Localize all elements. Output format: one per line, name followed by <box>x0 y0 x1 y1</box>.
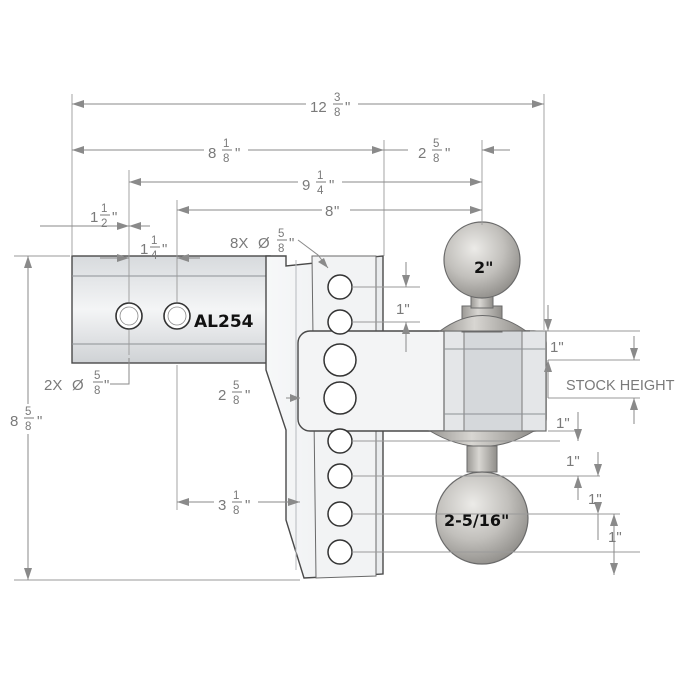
top-ball-size: 2" <box>474 258 493 277</box>
dim-hole-pitch: 1" <box>396 301 410 318</box>
svg-text:1: 1 <box>90 209 98 226</box>
svg-text:3: 3 <box>218 497 226 514</box>
svg-text:8: 8 <box>278 243 284 255</box>
svg-text:4: 4 <box>317 185 324 197</box>
svg-text:4: 4 <box>151 250 158 262</box>
dim-increment-4: 1" <box>588 491 602 508</box>
svg-text:": " <box>162 241 167 258</box>
dim-whole: 12 <box>310 99 327 116</box>
bottom-ball <box>428 430 536 565</box>
svg-text:9: 9 <box>302 177 310 194</box>
svg-text:": " <box>445 145 450 162</box>
svg-text:": " <box>289 235 294 252</box>
svg-text:5: 5 <box>94 370 100 382</box>
svg-text:1: 1 <box>223 138 229 150</box>
svg-text:3: 3 <box>334 92 340 104</box>
extension-lines <box>14 94 640 581</box>
dim-increment-5: 1" <box>608 529 622 546</box>
top-ball <box>438 221 528 333</box>
svg-text:8: 8 <box>433 153 439 165</box>
svg-text:": " <box>235 145 240 162</box>
ball-mount-head <box>297 330 547 432</box>
dim-drop-holes: 8X Ø 5 8 " <box>230 228 294 255</box>
svg-text:8: 8 <box>10 413 18 430</box>
svg-text:Ø: Ø <box>72 377 84 394</box>
dim-pin-to-drop: 3 1 8 " <box>214 488 258 518</box>
svg-text:8: 8 <box>208 145 216 162</box>
dim-increment-1: 1" <box>550 339 564 356</box>
model-label: AL254 <box>194 312 254 332</box>
svg-text:5: 5 <box>233 380 239 392</box>
svg-text:Ø: Ø <box>258 235 270 252</box>
dim-mount-hole-spacing: 2 5 8 " <box>218 380 250 407</box>
svg-text:8: 8 <box>325 203 333 220</box>
svg-text:": " <box>104 377 109 394</box>
svg-text:": " <box>334 203 339 220</box>
svg-text:2: 2 <box>218 387 226 404</box>
arrowheads <box>24 100 638 580</box>
svg-text:1: 1 <box>317 170 323 182</box>
svg-text:8X: 8X <box>230 235 248 252</box>
svg-text:8: 8 <box>233 395 239 407</box>
svg-text:8: 8 <box>25 421 31 433</box>
svg-text:5: 5 <box>433 138 439 150</box>
dim-pin-spacing-b: 1 1 4 " <box>140 235 167 262</box>
svg-text:": " <box>112 209 117 226</box>
svg-text:1: 1 <box>101 203 107 215</box>
svg-text:5: 5 <box>278 228 284 240</box>
svg-text:2: 2 <box>101 218 107 230</box>
svg-text:1: 1 <box>151 235 157 247</box>
svg-text:8: 8 <box>94 385 100 397</box>
dim-increment-3: 1" <box>566 453 580 470</box>
svg-text:8: 8 <box>223 153 229 165</box>
svg-text:2X: 2X <box>44 377 62 394</box>
svg-text:8: 8 <box>233 505 239 517</box>
svg-text:": " <box>245 387 250 404</box>
dim-shank-holes: 2X Ø 5 8 " <box>44 370 109 397</box>
shank-holes <box>115 302 191 330</box>
svg-text:5: 5 <box>25 406 31 418</box>
dim-pin-spacing-a: 1 1 2 " <box>90 203 117 230</box>
svg-text:8: 8 <box>334 107 340 119</box>
dim-pin2-to-ball: 8 " <box>322 200 350 220</box>
svg-text:": " <box>37 413 42 430</box>
stock-height-label: STOCK HEIGHT <box>566 378 675 394</box>
dim-increment-2: 1" <box>556 415 570 432</box>
drop-holes <box>323 274 357 565</box>
svg-text:1: 1 <box>140 241 148 258</box>
bottom-ball-size: 2-5/16" <box>444 511 509 530</box>
svg-text:": " <box>345 99 350 116</box>
dim-ball-offset: 2 5 8 " <box>418 138 450 165</box>
svg-text:": " <box>329 177 334 194</box>
dim-pin-to-ball: 9 1 4 " <box>298 168 342 198</box>
svg-text:2: 2 <box>418 145 426 162</box>
dim-overall-height: 8 5 8 " <box>8 404 52 434</box>
svg-text:1: 1 <box>233 490 239 502</box>
dim-shank-to-drop: 8 1 8 " <box>204 136 248 166</box>
dim-overall-length: 12 3 8 " <box>306 90 358 120</box>
svg-text:": " <box>245 497 250 514</box>
